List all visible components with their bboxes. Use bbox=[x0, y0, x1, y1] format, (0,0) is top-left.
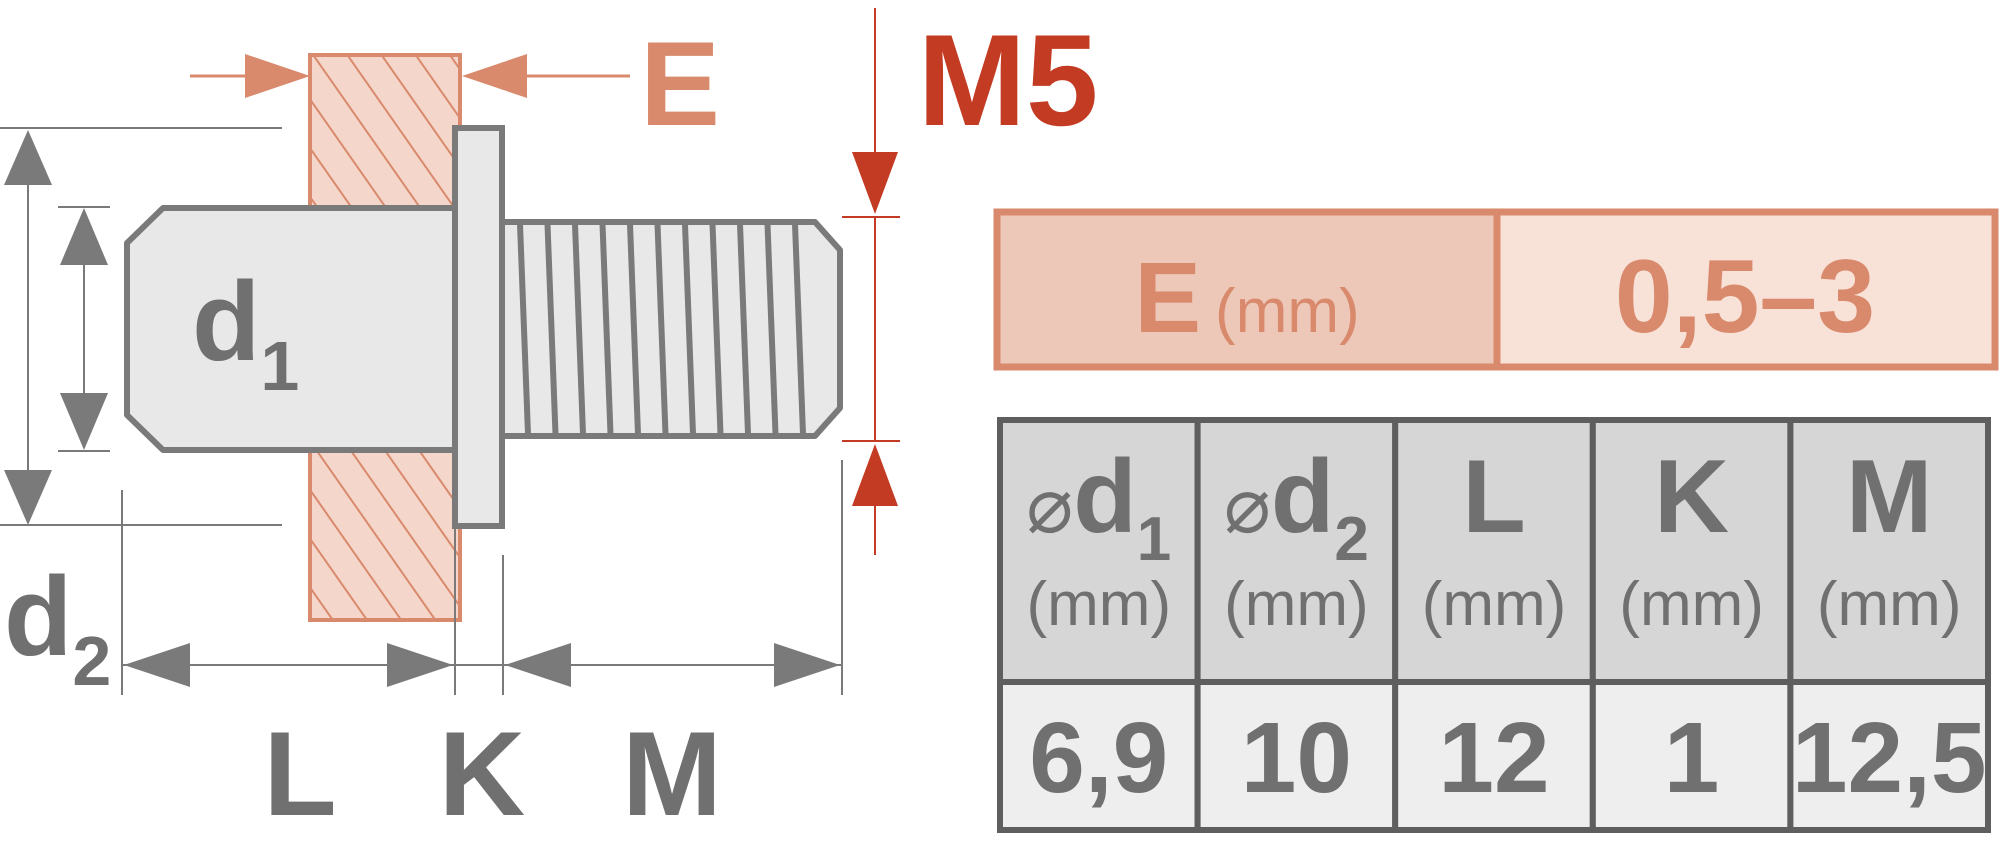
m5-arrow-down bbox=[852, 152, 898, 214]
spec-header-cell bbox=[1787, 417, 1992, 685]
spec-value-cell bbox=[997, 679, 1201, 833]
spec-header-unit: (mm) bbox=[1619, 570, 1764, 639]
spec-header-unit: (mm) bbox=[1224, 570, 1369, 639]
spec-value-cell bbox=[1787, 679, 1992, 833]
thread-ridge bbox=[599, 223, 614, 435]
thread-ridge bbox=[737, 223, 751, 435]
thread-ridge bbox=[792, 223, 806, 435]
m-arrow-right bbox=[774, 643, 840, 687]
spec-header-unit: (mm) bbox=[1817, 570, 1962, 639]
l-label: L bbox=[263, 707, 336, 841]
spec-value-cell bbox=[1392, 679, 1596, 833]
thread-ridge bbox=[682, 223, 696, 435]
d2-arrow-up bbox=[4, 130, 52, 185]
spec-value: 6,9 bbox=[1029, 702, 1168, 814]
d1-arrow-down bbox=[60, 393, 108, 450]
spec-table: ⌀d1(mm)6,9⌀d2(mm)10L(mm)12K(mm)1M(mm)12,… bbox=[997, 417, 1992, 833]
spec-header-label: ⌀d2 bbox=[1224, 439, 1369, 574]
d1-label: d1 bbox=[192, 259, 299, 405]
e-arrow-left bbox=[245, 54, 310, 98]
m5-arrow-up bbox=[852, 444, 898, 506]
grip-label-cell bbox=[993, 208, 1501, 371]
thread-ridge bbox=[709, 223, 724, 435]
spec-value: 12,5 bbox=[1792, 702, 1987, 814]
grip-value: 0,5–3 bbox=[1615, 239, 1875, 355]
grip-value-cell bbox=[1493, 208, 1999, 371]
grip-range-table: E(mm) 0,5–3 bbox=[993, 208, 1999, 371]
d2-arrow-down bbox=[4, 470, 52, 525]
thread-ridge bbox=[764, 223, 779, 435]
spec-header-label: K bbox=[1654, 439, 1729, 555]
spec-header-label: ⌀d1 bbox=[1026, 439, 1171, 574]
m-label: M bbox=[622, 707, 722, 841]
grip-label: E(mm) bbox=[1134, 242, 1359, 354]
thread-size-label: M5 bbox=[918, 7, 1099, 153]
spec-header-unit: (mm) bbox=[1422, 570, 1567, 639]
d1-arrow-up bbox=[60, 208, 108, 265]
m-arrow-left bbox=[505, 643, 571, 687]
spec-header-unit: (mm) bbox=[1027, 570, 1172, 639]
spec-header-cell bbox=[1194, 417, 1399, 685]
spec-header-cell bbox=[1589, 417, 1794, 685]
k-label: K bbox=[439, 707, 526, 841]
spec-header-label: M bbox=[1846, 439, 1933, 555]
threaded-screw bbox=[499, 219, 843, 439]
thread-ridge bbox=[544, 223, 559, 435]
thread-ridge bbox=[517, 223, 531, 435]
screw-threads bbox=[517, 223, 806, 435]
spec-header-cell bbox=[997, 417, 1201, 685]
spec-value-cell bbox=[1589, 679, 1794, 833]
d2-label: d2 bbox=[4, 554, 111, 700]
thread-ridge bbox=[654, 223, 669, 435]
l-arrow-left bbox=[124, 643, 190, 687]
e-arrow-right bbox=[462, 54, 527, 98]
spec-value-cell bbox=[1194, 679, 1399, 833]
technical-drawing: d1 d2 L K M E M5 bbox=[0, 7, 1098, 841]
spec-value: 1 bbox=[1664, 702, 1720, 814]
thread-ridge bbox=[572, 223, 586, 435]
e-label: E bbox=[640, 17, 720, 151]
l-arrow-right bbox=[387, 643, 453, 687]
spec-value: 12 bbox=[1438, 702, 1549, 814]
spec-header-label: L bbox=[1462, 439, 1526, 555]
spec-value: 10 bbox=[1241, 702, 1352, 814]
thread-ridge bbox=[627, 223, 641, 435]
rivet-nut-flange bbox=[452, 125, 505, 529]
